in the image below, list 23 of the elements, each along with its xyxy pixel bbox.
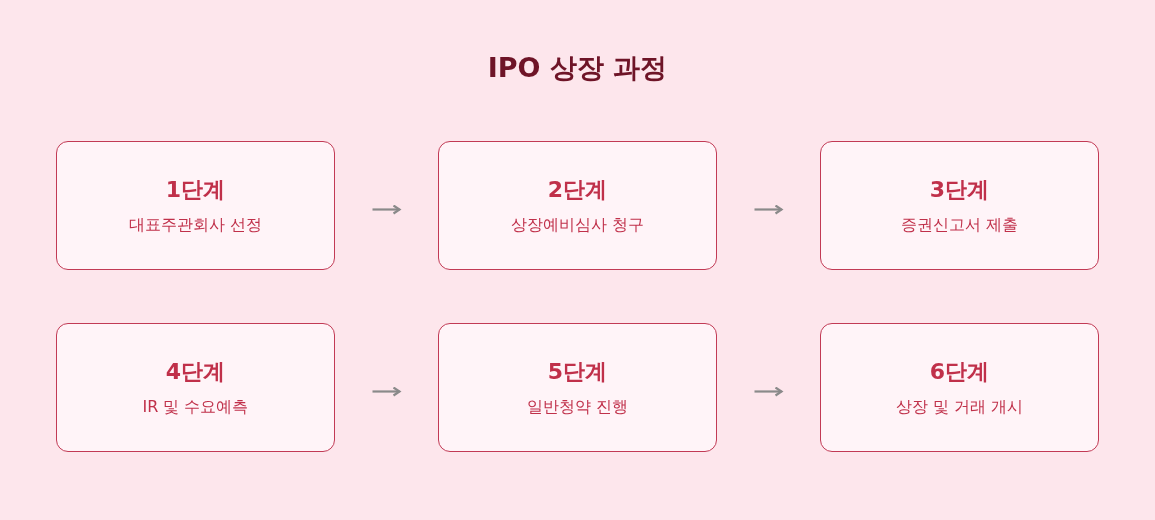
arrow (372, 204, 401, 215)
step-description: 상장 및 거래 개시 (895, 397, 1024, 418)
step-box (820, 323, 1099, 452)
step-heading: 5단계 (547, 358, 608, 386)
title: IPO 상장 과정 (486, 51, 669, 85)
step-box (438, 323, 717, 452)
step-heading: 2단계 (547, 176, 608, 204)
step-heading: 1단계 (165, 176, 226, 204)
step-box (56, 141, 335, 270)
step-box (56, 323, 335, 452)
step-description: IR 및 수요예측 (142, 397, 249, 418)
arrow (372, 386, 401, 397)
arrow (754, 204, 783, 215)
step-box (438, 141, 717, 270)
step-heading: 3단계 (929, 176, 990, 204)
step-heading: 4단계 (165, 358, 226, 386)
step-box (820, 141, 1099, 270)
step-description: 일반청약 진행 (526, 397, 629, 418)
step-description: 대표주관회사 선정 (128, 215, 263, 236)
step-heading: 6단계 (929, 358, 990, 386)
step-description: 증권신고서 제출 (900, 215, 1019, 236)
arrow (754, 386, 783, 397)
step-description: 상장예비심사 청구 (510, 215, 645, 236)
